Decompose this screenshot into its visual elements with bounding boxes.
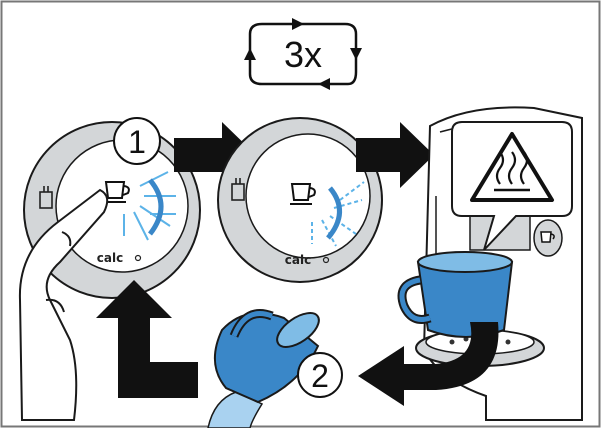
arrow-curve-left [358, 322, 499, 406]
pouring-cup [207, 309, 320, 428]
descale-icon [39, 186, 53, 209]
repeat-count-label: 3x [284, 34, 322, 75]
machine-side-button [533, 219, 563, 257]
arrow-up-return [96, 280, 198, 398]
led-ring-lit [326, 186, 342, 240]
step-1-badge: 1 [113, 117, 161, 165]
arrow-right-2 [356, 122, 434, 188]
descale-icon [231, 178, 245, 201]
calc-button-text: calc [285, 253, 311, 267]
hot-surface-warning-icon [470, 132, 554, 202]
calc-button-text: calc [97, 251, 123, 265]
water-stream [207, 391, 264, 428]
step-2-badge: 2 [297, 352, 343, 398]
repeat-cycle: 3x [244, 18, 362, 90]
calc-led-dot [134, 254, 142, 262]
cup-icon [540, 231, 555, 243]
control-panel-blinking: calc [217, 117, 383, 283]
hot-surface-warning-callout [451, 121, 573, 251]
led-ring-lit [147, 178, 164, 236]
cup-icon [290, 183, 316, 205]
control-panel-pressed: calc [18, 121, 201, 421]
calc-led-dot [322, 256, 330, 264]
step-1-number: 1 [128, 124, 146, 160]
hand-pressing [18, 188, 109, 421]
water-cup [397, 251, 514, 338]
cycle-arrows-icon [244, 18, 362, 90]
step-2-number: 2 [311, 358, 329, 394]
